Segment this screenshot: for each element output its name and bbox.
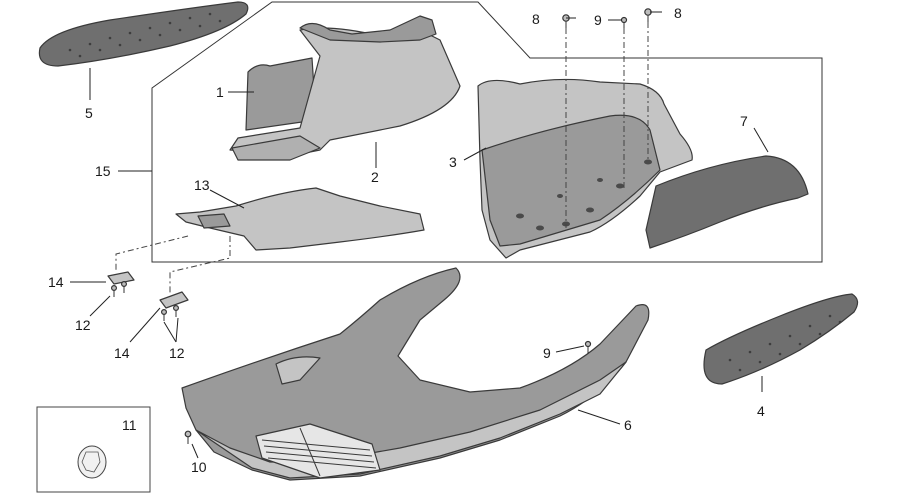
callout-14-a: 14 bbox=[48, 274, 64, 290]
screw-8b-icon bbox=[644, 8, 652, 22]
callout-13: 13 bbox=[194, 177, 210, 193]
part-14-bracket-b bbox=[159, 291, 189, 309]
screw-8a-icon bbox=[562, 14, 570, 28]
callout-14-b: 14 bbox=[114, 345, 130, 361]
screw-10-icon bbox=[184, 430, 192, 444]
callout-2: 2 bbox=[371, 169, 379, 185]
part-7-side-panel bbox=[645, 155, 809, 249]
callout-3: 3 bbox=[449, 154, 457, 170]
part-2-legshield-inner bbox=[229, 15, 461, 161]
assembly-15-frame bbox=[151, 1, 823, 263]
screw-icons bbox=[110, 8, 652, 444]
callouts: 1 2 3 4 5 6 7 8 8 9 9 10 11 12 12 13 14 … bbox=[48, 5, 765, 475]
floor-grille bbox=[255, 423, 381, 479]
callout-1: 1 bbox=[216, 84, 224, 100]
callout-6: 6 bbox=[624, 417, 632, 433]
screw-9b-icon bbox=[584, 340, 592, 354]
assembly-lines bbox=[115, 22, 649, 294]
part-5-footrest-mat-left bbox=[38, 1, 249, 67]
part-11-sticker-icon bbox=[77, 445, 107, 479]
callout-8-b: 8 bbox=[674, 5, 682, 21]
part-3-storage-liner bbox=[477, 78, 693, 259]
part-13-lower-panel bbox=[175, 187, 425, 251]
callout-5: 5 bbox=[85, 105, 93, 121]
part-4-footrest-mat-right bbox=[703, 293, 859, 385]
callout-8-a: 8 bbox=[532, 11, 540, 27]
part-14-bracket-a bbox=[107, 271, 135, 285]
callout-4: 4 bbox=[757, 403, 765, 419]
screw-12a-icon bbox=[110, 281, 127, 297]
callout-11: 11 bbox=[122, 417, 137, 433]
callout-10: 10 bbox=[191, 459, 207, 475]
part-6-floor-panel bbox=[181, 267, 650, 481]
callout-12-b: 12 bbox=[169, 345, 185, 361]
callout-12-a: 12 bbox=[75, 317, 91, 333]
part-11-box bbox=[36, 406, 151, 493]
callout-9-a: 9 bbox=[594, 12, 602, 28]
screw-12b-icon bbox=[161, 305, 180, 321]
callout-7: 7 bbox=[740, 113, 748, 129]
callout-9-b: 9 bbox=[543, 345, 551, 361]
callout-15: 15 bbox=[95, 163, 111, 179]
leader-lines bbox=[70, 11, 769, 459]
screw-9a-icon bbox=[620, 16, 628, 28]
